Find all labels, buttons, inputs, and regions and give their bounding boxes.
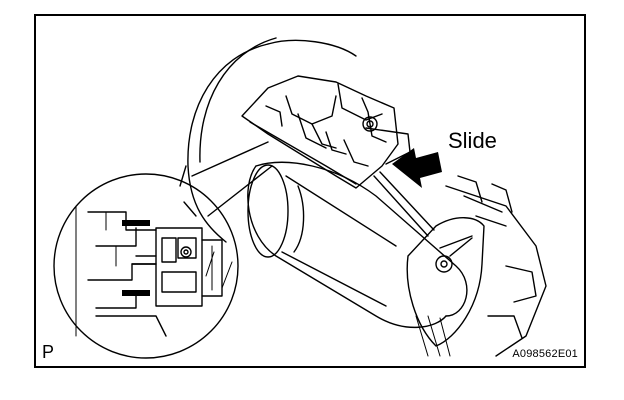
slide-label: Slide [448,128,497,153]
fuel-pump-assembly-illustration [53,37,547,359]
illustration-frame: Slide P A098562E01 [34,14,586,368]
figure-code-label: A098562E01 [512,348,578,360]
slide-direction-arrow-icon [392,148,442,188]
view-marker-label: P [42,342,55,362]
